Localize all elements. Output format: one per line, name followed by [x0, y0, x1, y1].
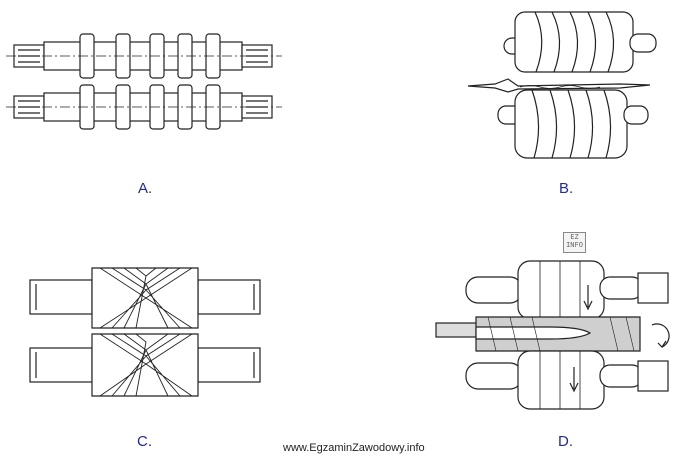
site-footer: www.EgzaminZawodowy.info: [283, 442, 425, 454]
bar-b: [467, 78, 651, 93]
option-c-label: C.: [137, 433, 152, 450]
option-b-label: B.: [559, 180, 574, 197]
roll-a-upper: [6, 33, 282, 79]
workpiece-d: [435, 316, 670, 352]
roll-b-upper: [503, 11, 657, 73]
roll-b-lower: [497, 89, 649, 159]
diagram-a-grooved-rolls: [6, 33, 282, 130]
option-d-label: D.: [558, 433, 573, 450]
roll-c-lower: [29, 333, 261, 397]
diagram-b-helical-rolls: [467, 11, 657, 159]
ez-info-logo: EZ INFO: [563, 232, 586, 253]
roll-d-upper: [465, 260, 669, 320]
diagram-d-piercing-rolls: [435, 260, 670, 410]
roll-c-upper: [29, 267, 261, 329]
roll-a-lower: [6, 84, 282, 130]
diagram-c-herringbone-rolls: [29, 267, 261, 397]
roll-d-lower: [465, 350, 669, 410]
option-a-label: A.: [138, 180, 153, 197]
logo-line-1: EZ: [570, 233, 579, 241]
logo-line-2: INFO: [566, 241, 583, 249]
